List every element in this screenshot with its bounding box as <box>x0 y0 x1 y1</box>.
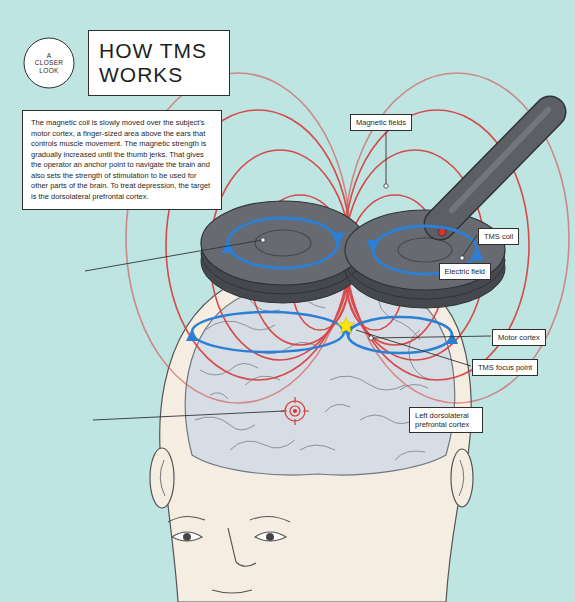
face <box>267 534 274 541</box>
brain <box>330 376 405 390</box>
target-marker <box>281 397 309 425</box>
label-text: A CLOSER LOOK <box>33 52 65 75</box>
leader-lines <box>386 132 387 184</box>
face <box>212 590 252 593</box>
brain <box>195 417 255 430</box>
brain <box>325 404 350 412</box>
target-marker <box>285 401 305 421</box>
face <box>172 532 202 541</box>
leader-lines <box>356 330 471 366</box>
leader-dots <box>369 336 373 340</box>
leader-dots <box>261 238 265 242</box>
tms-coil <box>255 230 311 256</box>
tms-coil <box>201 110 550 308</box>
leader-lines <box>85 240 262 271</box>
head-outline <box>451 449 473 507</box>
head-outline <box>459 460 464 496</box>
badge-circle: A CLOSER LOOK <box>23 37 75 89</box>
label-text: TMS focus point <box>478 363 532 372</box>
note-box: The magnetic coil is slowly moved over t… <box>22 110 222 210</box>
induced-current-loops <box>192 312 452 353</box>
brain <box>300 445 335 450</box>
target-marker <box>281 397 309 425</box>
induced-current-loops <box>192 332 344 352</box>
face <box>228 528 256 566</box>
focus-point <box>337 317 354 333</box>
brain <box>395 451 425 460</box>
focus-point <box>337 317 354 333</box>
induced-current-loops <box>192 312 344 332</box>
tms-coil <box>201 201 365 285</box>
label-text: Electric field <box>445 267 485 276</box>
callout-label: Left dorsolateral prefrontal cortex <box>409 407 483 433</box>
head-outline <box>150 448 174 508</box>
leader-lines <box>462 235 477 257</box>
label-text: TMS coil <box>484 232 513 241</box>
title: HOW TMS WORKS <box>88 30 230 96</box>
coil-current-loops <box>228 243 338 268</box>
tms-coil <box>452 110 548 210</box>
callout-label: Electric field <box>439 263 491 280</box>
face <box>250 516 290 522</box>
leader-dots <box>460 256 464 260</box>
callout-label: TMS coil <box>478 228 519 245</box>
label-text: Magnetic fields <box>356 118 406 127</box>
leader-lines <box>373 336 491 338</box>
face <box>255 532 286 541</box>
tms-coil <box>438 228 446 236</box>
label-text: Left dorsolateral prefrontal cortex <box>415 411 477 429</box>
coil-current-loops <box>228 218 338 243</box>
leader-dots <box>261 184 464 340</box>
label-text: Motor cortex <box>498 333 540 342</box>
leader-lines <box>93 411 284 420</box>
brain <box>230 440 295 450</box>
note-text: The magnetic coil is slowly moved over t… <box>31 118 213 202</box>
face <box>168 516 290 593</box>
callout-label: Motor cortex <box>492 329 546 346</box>
face <box>184 534 191 541</box>
tms-coil <box>398 238 452 262</box>
face <box>168 516 205 522</box>
brain <box>400 384 428 390</box>
callout-label: Magnetic fields <box>350 114 412 131</box>
magnetic-field-lines <box>345 73 569 403</box>
leader-dots <box>384 184 388 188</box>
callout-label: TMS focus point <box>472 359 538 376</box>
target-marker <box>294 410 297 413</box>
coil-current-loops <box>373 226 477 250</box>
target-marker <box>290 406 300 416</box>
badge-outline <box>24 38 74 88</box>
head-outline <box>160 460 165 496</box>
